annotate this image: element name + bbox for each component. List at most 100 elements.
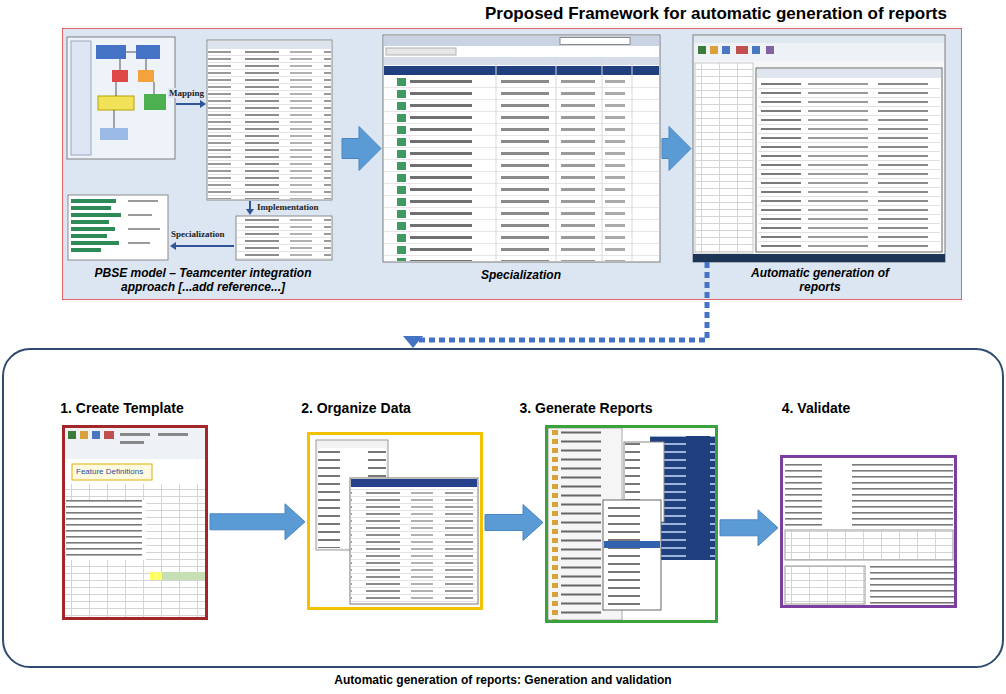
framework-panel: Proposed Framework for automatic generat… bbox=[62, 28, 962, 300]
block-arrow-shape bbox=[342, 127, 381, 171]
model-screenshots-part bbox=[71, 248, 101, 252]
model-screenshots-part bbox=[71, 41, 91, 155]
template-screenshot-part bbox=[64, 484, 206, 618]
model-screenshots-part bbox=[136, 45, 160, 59]
validate-document-part bbox=[870, 566, 954, 604]
model-screenshots-part bbox=[246, 209, 254, 215]
report-screenshot-part bbox=[756, 68, 942, 252]
report-screenshot-part bbox=[722, 46, 730, 54]
generate-screenshot bbox=[545, 425, 718, 623]
generate-screenshot-part bbox=[545, 425, 718, 623]
block-arrow-shape bbox=[720, 510, 778, 546]
model-screenshots-part bbox=[71, 206, 111, 210]
generate-screenshot-part bbox=[604, 541, 660, 548]
organize-screenshot-part bbox=[350, 478, 478, 604]
block-arrow bbox=[210, 504, 305, 540]
arrow-head bbox=[403, 336, 423, 348]
model-screenshots-part bbox=[98, 96, 134, 110]
step-heading: 1. Create Template bbox=[60, 400, 183, 417]
report-screenshot-part bbox=[693, 35, 945, 262]
screenshot-caption: Automatic generation of reports bbox=[735, 266, 905, 294]
template-screenshot-part bbox=[68, 431, 76, 439]
model-screenshots-part bbox=[200, 100, 206, 108]
panel-fill bbox=[62, 28, 962, 300]
text-holder: 1. Create Template bbox=[60, 400, 183, 417]
specialization-screenshot bbox=[383, 35, 660, 262]
template-screenshot-part bbox=[72, 464, 152, 480]
block-arrow-shape bbox=[485, 505, 543, 541]
text-holder: Specialization bbox=[421, 268, 621, 282]
process-panel: Automatic generation of reports: Generat… bbox=[2, 348, 1004, 668]
screenshot-group: PBSE model – Teamcenter integration appr… bbox=[67, 35, 340, 262]
text-holder: Automatic generation of reports: Generat… bbox=[334, 673, 671, 687]
text-holder: Proposed Framework for automatic generat… bbox=[485, 4, 947, 24]
specialization-screenshot-part bbox=[496, 57, 632, 261]
generate-screenshot-part bbox=[604, 501, 660, 609]
label-holder: Mapping bbox=[168, 88, 205, 98]
model-screenshots-part bbox=[208, 41, 331, 49]
screenshot-box: Automatic generation of reports bbox=[693, 35, 945, 262]
specialization-screenshot-part bbox=[383, 35, 660, 262]
screenshot-caption: Specialization bbox=[421, 268, 621, 282]
specialization-screenshot-part bbox=[386, 48, 456, 55]
model-screenshots-part bbox=[207, 40, 332, 200]
template-screenshot-part bbox=[120, 441, 144, 444]
text-holder: 4. Validate bbox=[782, 400, 850, 417]
model-screenshots-part bbox=[114, 52, 154, 128]
text-holder: PBSE model – Teamcenter integration appr… bbox=[67, 266, 339, 294]
text-holder: 3. Generate Reports bbox=[519, 400, 652, 417]
report-screenshot-part bbox=[757, 69, 941, 78]
specialization-screenshot-part bbox=[384, 66, 659, 75]
template-screenshot-part bbox=[66, 500, 146, 560]
validate-document bbox=[780, 455, 957, 608]
report-screenshot-part bbox=[695, 63, 753, 253]
organize-screenshot-part bbox=[307, 432, 483, 610]
model-screenshots-part bbox=[71, 234, 107, 238]
model-screenshots-part bbox=[170, 242, 176, 250]
template-screenshot-part bbox=[62, 425, 208, 459]
model-screenshots-part bbox=[67, 37, 175, 159]
model-screenshots-part bbox=[237, 217, 331, 259]
report-screenshot-part bbox=[694, 43, 944, 61]
step-box: 1. Create Template bbox=[62, 425, 208, 620]
model-screenshots-part bbox=[112, 70, 128, 82]
model-screenshots-part bbox=[236, 216, 332, 260]
generate-screenshot-part bbox=[603, 500, 661, 610]
model-screenshots-part bbox=[144, 94, 166, 110]
model-screenshots bbox=[67, 37, 332, 260]
template-screenshot-part bbox=[120, 433, 150, 436]
model-screenshots-part bbox=[128, 201, 160, 243]
field-label: Feature Definitions bbox=[76, 467, 143, 477]
report-screenshot-part bbox=[698, 46, 706, 54]
step-box: 2. Organize Data bbox=[307, 432, 483, 610]
arrow-label: Mapping bbox=[168, 88, 205, 98]
validate-document-part bbox=[785, 530, 953, 560]
model-screenshots-part bbox=[71, 241, 119, 245]
step-heading: 2. Organize Data bbox=[301, 400, 411, 417]
text-holder: 2. Organize Data bbox=[301, 400, 411, 417]
template-screenshot-part bbox=[92, 431, 100, 439]
block-arrow bbox=[485, 505, 543, 541]
step-box: 4. Validate bbox=[780, 455, 957, 608]
organize-screenshot-part bbox=[351, 479, 477, 487]
panel-title: Proposed Framework for automatic generat… bbox=[485, 4, 947, 24]
report-screenshot-part bbox=[758, 80, 940, 250]
template-screenshot bbox=[62, 425, 208, 620]
report-screenshot-part bbox=[752, 46, 760, 54]
model-screenshots-part bbox=[71, 220, 109, 224]
validate-document-part bbox=[785, 460, 953, 526]
report-screenshot-part bbox=[736, 46, 748, 54]
model-screenshots-part bbox=[68, 195, 168, 260]
arrow-label: Implementation bbox=[256, 202, 320, 212]
model-screenshots-part bbox=[138, 70, 154, 82]
specialization-screenshot-part bbox=[384, 76, 659, 261]
validate-document-part bbox=[780, 455, 957, 608]
report-screenshot-part bbox=[766, 46, 774, 54]
model-screenshots-part bbox=[71, 199, 116, 203]
block-arrow bbox=[720, 510, 778, 546]
template-screenshot-part bbox=[162, 572, 206, 580]
specialization-screenshot-part bbox=[384, 36, 659, 46]
report-screenshot-part bbox=[710, 46, 718, 54]
